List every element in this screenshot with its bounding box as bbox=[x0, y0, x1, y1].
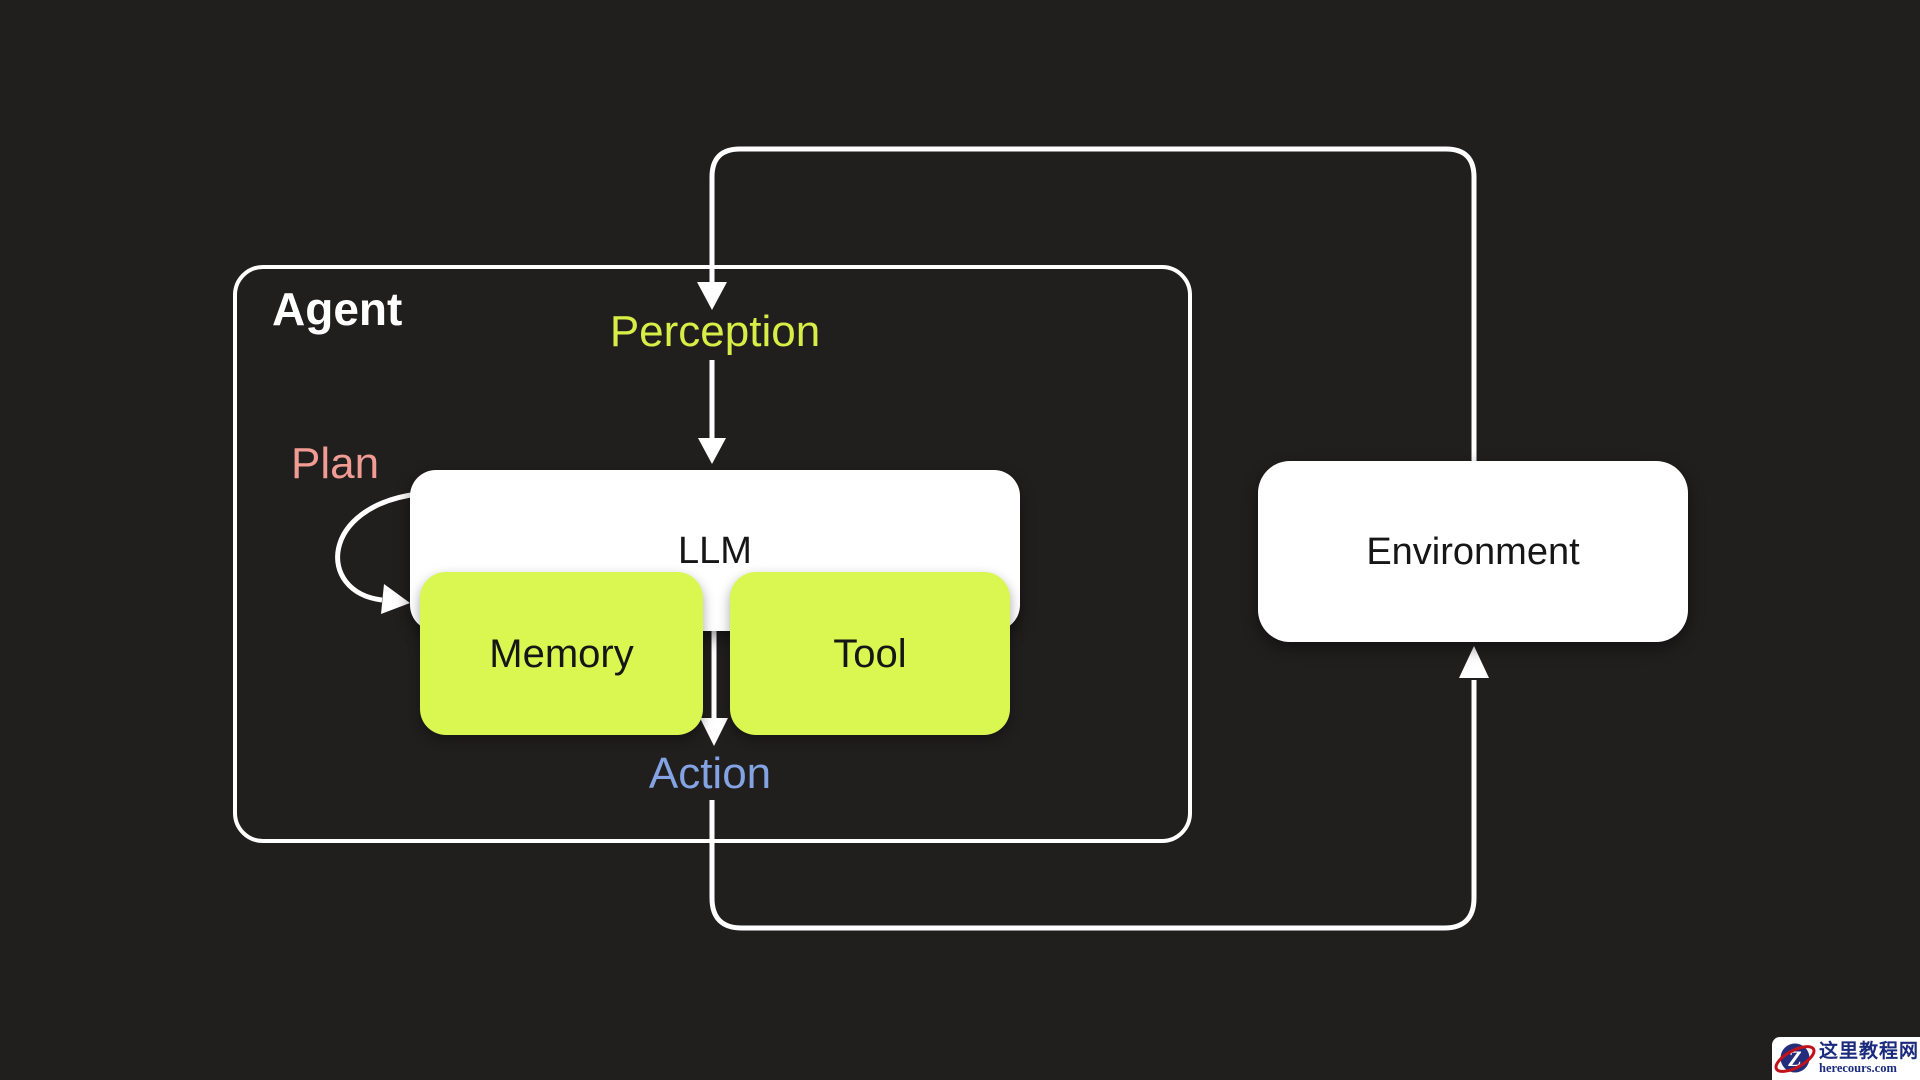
watermark-text-block: 这里教程网 herecours.com bbox=[1819, 1042, 1919, 1075]
watermark-site-url: herecours.com bbox=[1819, 1061, 1897, 1076]
site-watermark: Z 这里教程网 herecours.com bbox=[1772, 1037, 1920, 1080]
arrow-down-perception-icon bbox=[697, 282, 727, 310]
perception-edge-label: Perception bbox=[609, 307, 821, 356]
agent-container-box bbox=[233, 265, 1192, 843]
arrow-up-environment-icon bbox=[1459, 646, 1489, 678]
environment-to-perception-line bbox=[709, 146, 1477, 461]
tool-label: Tool bbox=[833, 631, 907, 676]
memory-label: Memory bbox=[489, 631, 634, 676]
agent-label: Agent bbox=[272, 283, 403, 335]
watermark-site-name: 这里教程网 bbox=[1819, 1041, 1920, 1063]
arrow-down-action-icon bbox=[700, 718, 728, 746]
plan-edge-label: Plan bbox=[291, 439, 380, 488]
llm-label: LLM bbox=[678, 530, 752, 572]
tool-node: Tool bbox=[730, 572, 1010, 735]
action-to-environment-line bbox=[709, 680, 1477, 931]
plan-loop-line bbox=[335, 491, 419, 603]
environment-node: Environment bbox=[1258, 461, 1688, 642]
environment-label: Environment bbox=[1366, 530, 1580, 573]
arrow-right-plan-icon bbox=[381, 584, 410, 614]
memory-node: Memory bbox=[420, 572, 703, 735]
arrow-down-llm-icon bbox=[698, 438, 726, 464]
action-edge-label: Action bbox=[648, 749, 772, 798]
watermark-logo-icon: Z bbox=[1774, 1043, 1816, 1073]
